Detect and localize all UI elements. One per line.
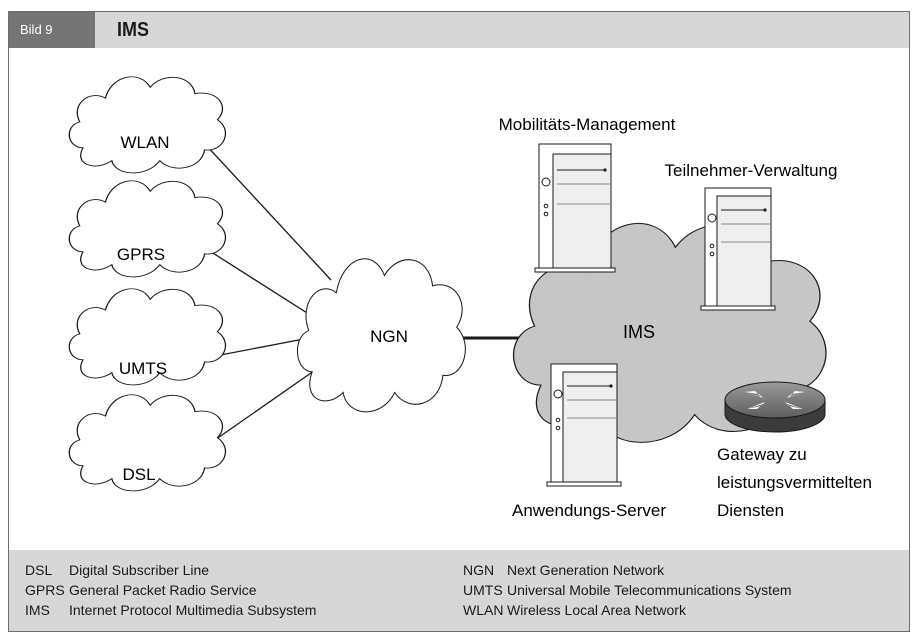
gateway-label-line1: Gateway zu (717, 445, 807, 464)
gateway-router-icon (724, 381, 826, 433)
server-subscriber-management (700, 187, 776, 311)
server-label-subscriber: Teilnehmer-Verwaltung (665, 161, 838, 180)
legend-entry: DSL Digital Subscriber Line (25, 560, 316, 580)
server-label-application: Anwendungs-Server (512, 501, 666, 520)
figure-number-badge: Bild 9 (9, 12, 95, 48)
cloud-gprs: GPRS (69, 181, 225, 277)
cloud-dsl: DSL (69, 395, 225, 491)
legend-abbr: UMTS (463, 582, 503, 598)
cloud-label-dsl: DSL (122, 465, 155, 484)
figure-header: Bild 9 IMS (9, 12, 909, 48)
legend-abbr: DSL (25, 562, 53, 578)
legend-abbr: WLAN (463, 602, 504, 618)
link-gprs-ngn (204, 247, 316, 319)
legend-entry: NGN Next Generation Network (463, 560, 792, 580)
cloud-label-wlan: WLAN (120, 133, 169, 152)
server-mobility-management (534, 143, 616, 273)
server-application (546, 363, 622, 487)
link-wlan-ngn (204, 143, 332, 281)
cloud-label-ims: IMS (623, 322, 655, 342)
legend-abbr: GPRS (25, 582, 65, 598)
legend-text: General Packet Radio Service (69, 582, 257, 598)
legend-abbr: IMS (25, 602, 50, 618)
gateway-label-line3: Diensten (717, 501, 784, 520)
cloud-wlan: WLAN (69, 77, 225, 173)
cloud-ims: IMS (514, 223, 826, 442)
server-label-mobility: Mobilitäts-Management (499, 115, 676, 134)
legend-text: Digital Subscriber Line (69, 562, 210, 578)
network-diagram: WLAN GPRS UMTS DSL NGN IMS (9, 48, 909, 552)
cloud-ngn: NGN (297, 259, 465, 412)
legend-text: Next Generation Network (507, 562, 665, 578)
legend-entry: IMS Internet Protocol Multimedia Subsyste… (25, 600, 316, 620)
cloud-label-umts: UMTS (119, 359, 167, 378)
legend-text: Wireless Local Area Network (507, 602, 686, 618)
cloud-umts: UMTS (69, 289, 225, 385)
cloud-label-ngn: NGN (370, 327, 408, 346)
legend-text: Internet Protocol Multimedia Subsystem (69, 602, 317, 618)
cloud-label-gprs: GPRS (117, 245, 165, 264)
legend-text: Universal Mobile Telecommunications Syst… (507, 582, 792, 598)
figure-title: IMS (117, 19, 150, 41)
legend-abbr: NGN (463, 562, 495, 578)
gateway-label-line2: leistungsvermittelten (717, 473, 872, 492)
figure-frame: Bild 9 IMS WLAN GPRS (8, 11, 910, 632)
